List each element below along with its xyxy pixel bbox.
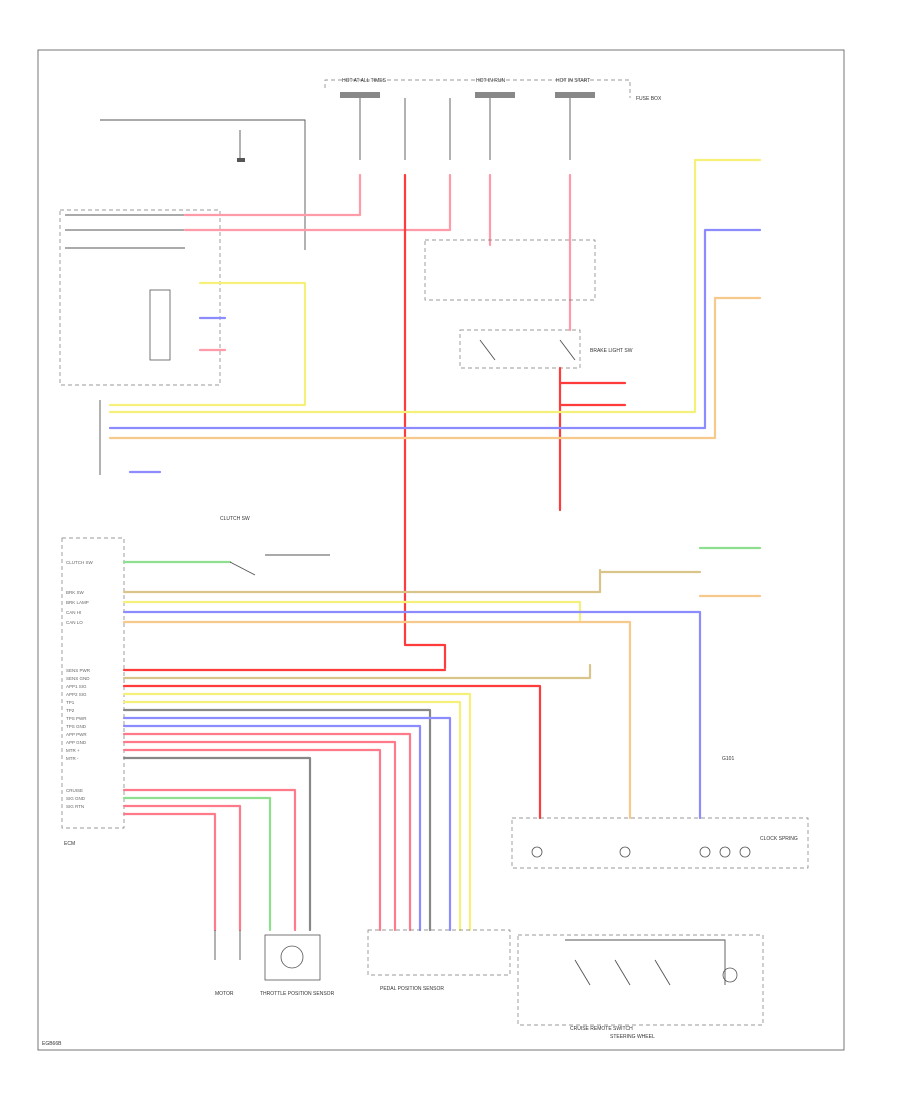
fuse-b bbox=[475, 92, 515, 98]
ecm-pin-label: SENS GND bbox=[66, 676, 90, 681]
cruise-switch-box bbox=[517, 934, 764, 1026]
ecm-harness-wire bbox=[122, 732, 412, 932]
ecm-harness-wire bbox=[122, 568, 602, 594]
clock-spring-contact-2 bbox=[619, 846, 631, 858]
ecm-pin-label: MTR - bbox=[66, 756, 79, 761]
wire-orange-long bbox=[108, 296, 762, 440]
brake-light-switch-box bbox=[424, 239, 596, 301]
clock-spring-box bbox=[511, 817, 809, 869]
brake-light-switch-label: BRAKE LIGHT SW bbox=[590, 348, 633, 354]
ecm-pin-labels: CLUTCH SW BRK SW BRK LAMP CAN HI CAN LO SENS … bbox=[66, 560, 94, 809]
ecm-harness-wire bbox=[122, 600, 582, 622]
ecm-pin-label: APP GND bbox=[66, 740, 87, 745]
ecm-pin-label: CAN LO bbox=[66, 620, 83, 625]
clutch-switch-contact bbox=[229, 561, 256, 576]
ecm-harness-wire bbox=[122, 716, 452, 932]
ecm-harness-wire bbox=[122, 812, 217, 932]
ecm-pin-label: TP2 bbox=[66, 708, 75, 713]
ecm-wires bbox=[122, 568, 702, 932]
ecm-pin-label: CLUTCH SW bbox=[66, 560, 94, 565]
ecm-pin-label: SENS PWR bbox=[66, 668, 91, 673]
connector-top-left bbox=[100, 119, 306, 250]
ecm-harness-wire bbox=[122, 740, 397, 932]
fuse-c bbox=[555, 92, 595, 98]
ecm-harness-wire bbox=[122, 804, 242, 932]
ecm-harness-wire bbox=[122, 620, 632, 820]
ecm-pin-label: APP1 SIG bbox=[66, 684, 87, 689]
brake-relay-box bbox=[459, 329, 581, 369]
ecm-pin-label: APP2 SIG bbox=[66, 692, 87, 697]
fuse-box-outline bbox=[324, 79, 631, 98]
ecm-pin-label: TPS PWR bbox=[66, 716, 87, 721]
clock-spring-label: CLOCK SPRING bbox=[760, 836, 798, 842]
wire-yellow-long bbox=[108, 158, 762, 414]
steering-wheel-ground-label: G101 bbox=[722, 756, 734, 762]
cruise-switch-contact-2 bbox=[614, 959, 631, 986]
footer-code: EGB66B bbox=[42, 1041, 62, 1047]
cruise-switch-contact-1 bbox=[574, 959, 591, 986]
ecm-harness-wire bbox=[122, 756, 312, 932]
throttle-sensor-symbol bbox=[280, 945, 304, 969]
fuse-label-hot-in-start: HOT IN START bbox=[556, 78, 590, 84]
clutch-switch-label: CLUTCH SW bbox=[220, 516, 250, 522]
ecm-pin-label: SIG GND bbox=[66, 796, 86, 801]
ecm-label: ECM bbox=[64, 841, 75, 847]
steering-wheel-label: STEERING WHEEL bbox=[610, 1034, 655, 1040]
fuse-label-hot-in-run: HOT IN RUN bbox=[476, 78, 505, 84]
brake-relay-contact-2 bbox=[559, 339, 576, 361]
pedal-sensor-box bbox=[367, 929, 511, 976]
pedal-sensor-label: PEDAL POSITION SENSOR bbox=[380, 986, 444, 992]
ecm-pin-label: CRUISE bbox=[66, 788, 83, 793]
ecm-harness-wire bbox=[122, 788, 297, 932]
wire-yellow-upper bbox=[108, 281, 307, 407]
clock-spring-contact-4 bbox=[719, 846, 731, 858]
clock-spring-contact-1 bbox=[531, 846, 543, 858]
ecm-harness-wire bbox=[122, 700, 462, 932]
cruise-switch-bus bbox=[565, 939, 726, 985]
ecm-pin-label: APP PWR bbox=[66, 732, 87, 737]
fuse-a bbox=[340, 92, 380, 98]
ecm-harness-wire bbox=[122, 796, 272, 932]
wire-red-1 bbox=[183, 173, 362, 217]
ecm-pin-label: SIG RTN bbox=[66, 804, 84, 809]
throttle-sensor-label: THROTTLE POSITION SENSOR bbox=[260, 991, 335, 997]
ecm-pin-label: TP1 bbox=[66, 700, 75, 705]
ground-symbol-top bbox=[237, 158, 245, 162]
ecm-pin-label: BRK LAMP bbox=[66, 600, 89, 605]
wire-red-2 bbox=[183, 173, 452, 232]
ecm-harness-wire bbox=[122, 684, 542, 820]
ecm-harness-wire bbox=[122, 708, 432, 932]
ecm-harness-wire bbox=[122, 748, 382, 932]
clock-spring-contact-5 bbox=[739, 846, 751, 858]
ecm-pin-label: MTR + bbox=[66, 748, 80, 753]
ecm-pin-label: TPS GND bbox=[66, 724, 87, 729]
relay-coil bbox=[149, 289, 171, 361]
wire-red-main bbox=[403, 173, 447, 670]
horn-contact bbox=[722, 967, 738, 983]
cruise-switch-contact-3 bbox=[654, 959, 671, 986]
diagram-border bbox=[37, 49, 845, 1051]
motor-label: MOTOR bbox=[215, 991, 234, 997]
ecm-harness-wire bbox=[122, 692, 472, 932]
clock-spring-contact-3 bbox=[699, 846, 711, 858]
ecm-pin-label: CAN HI bbox=[66, 610, 81, 615]
wire-blue-long bbox=[108, 228, 762, 430]
ecm-box bbox=[61, 537, 125, 829]
ecm-harness-wire bbox=[122, 610, 702, 820]
cruise-switch-label: CRUISE REMOTE SWITCH bbox=[570, 1026, 633, 1032]
relay-box-left bbox=[59, 209, 221, 386]
fuse-box-label: FUSE BOX bbox=[636, 96, 662, 102]
throttle-sensor-box bbox=[264, 934, 321, 981]
ecm-harness-wire bbox=[122, 724, 422, 932]
ecm-pin-label: BRK SW bbox=[66, 590, 85, 595]
ecm-harness-wire bbox=[122, 663, 592, 680]
brake-relay-contact-1 bbox=[479, 339, 496, 361]
fuse-label-hot-at-all-times: HOT AT ALL TIMES bbox=[342, 78, 387, 84]
